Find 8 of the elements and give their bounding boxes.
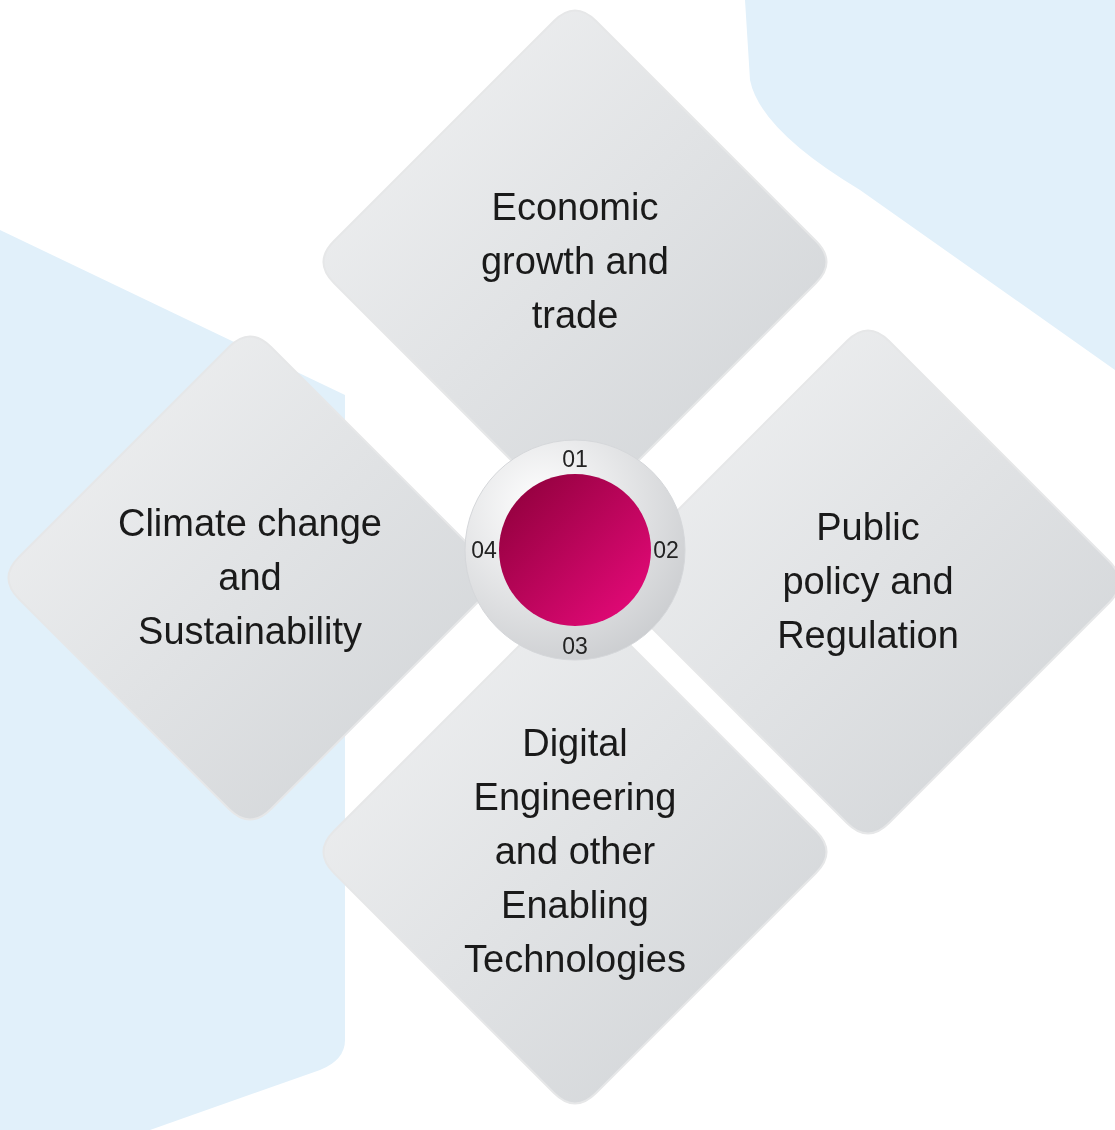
tile-label: Public policy and Regulation xyxy=(776,505,960,658)
step-number: 01 xyxy=(562,447,588,471)
step-number: 04 xyxy=(471,538,497,562)
step-number: 03 xyxy=(562,634,588,658)
tile-label: Economic growth and trade xyxy=(480,185,670,338)
tile-label: Digital Engineering and other Enabling Technologies xyxy=(463,721,687,982)
tile-label: Climate change and Sustainability xyxy=(116,501,383,654)
step-number: 02 xyxy=(653,538,679,562)
